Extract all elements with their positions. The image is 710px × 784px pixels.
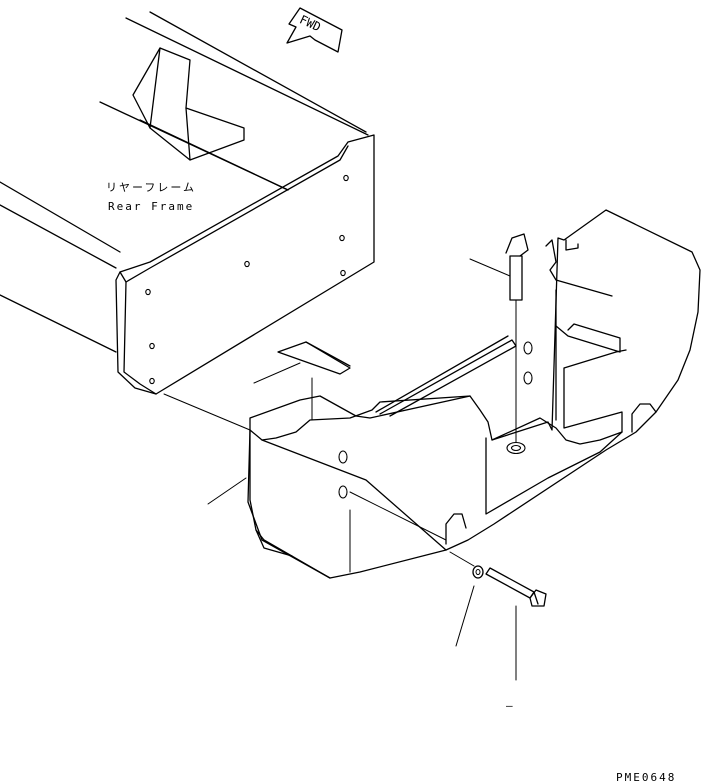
bolt bbox=[485, 567, 547, 681]
fwd-arrow-icon: FWD bbox=[286, 7, 343, 53]
rear-frame-label-en: Rear Frame bbox=[108, 200, 194, 213]
bolt-mark: – bbox=[506, 699, 515, 712]
drawing-code: PME0648 bbox=[616, 771, 676, 784]
counterweight bbox=[163, 209, 701, 579]
rear-frame-label-jp: リヤーフレーム bbox=[106, 181, 196, 194]
fwd-label: FWD bbox=[297, 12, 323, 34]
rear-frame bbox=[0, 11, 375, 395]
shim-plate bbox=[253, 341, 351, 421]
washer bbox=[449, 551, 484, 647]
lock-pin bbox=[469, 233, 529, 447]
